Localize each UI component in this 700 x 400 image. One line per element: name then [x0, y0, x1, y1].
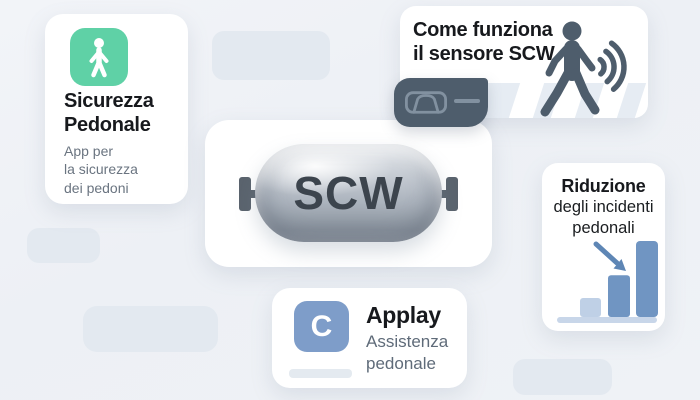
mount-bracket-right [446, 177, 458, 211]
mount-bracket-right-stub [436, 190, 448, 198]
applay-icon-letter: C [310, 309, 333, 343]
chart-bar-1 [580, 298, 601, 317]
card-sicurezza-pedonale: Sicurezza Pedonale App per la sicurezza … [45, 14, 188, 204]
downward-arrow-icon [593, 241, 626, 271]
background-placeholder-shape [212, 31, 330, 80]
card-riduzione-incidenti: Riduzione degli incidenti pedonali [542, 163, 665, 331]
card-come-funziona: Come funziona il sensore SCW [394, 6, 648, 127]
icon-stand-bar [289, 369, 352, 378]
background-placeholder-shape [27, 228, 100, 263]
pedestrian-icon [70, 28, 128, 86]
crosswalk [484, 83, 648, 118]
car-speech-bubble [394, 78, 488, 127]
car-front-icon [405, 91, 447, 114]
background-placeholder-shape [513, 359, 612, 395]
card-applay: C Applay Assistenza pedonale [272, 288, 467, 388]
card-title: Sicurezza Pedonale [64, 90, 154, 136]
chart-bar-3 [636, 241, 658, 317]
card-title-rest: degli incidenti pedonali [553, 198, 654, 237]
scw-label: SCW [293, 167, 404, 219]
card-title: Come funziona il sensore SCW [413, 19, 555, 66]
signal-waves-icon [597, 40, 627, 92]
background-placeholder-shape [83, 306, 218, 352]
mount-bracket-left [239, 177, 251, 211]
card-subtitle: App per la sicurezza dei pedoni [64, 143, 138, 196]
card-subtitle: Assistenza pedonale [366, 332, 449, 373]
incident-reduction-bar-chart [557, 241, 658, 323]
applay-app-icon: C [294, 301, 349, 352]
chart-baseline [557, 317, 657, 323]
card-scw-sensor: SCW [205, 120, 492, 267]
chart-bar-2 [608, 275, 630, 317]
card-title-bold: Riduzione [561, 176, 646, 196]
walking-pedestrian-icon [540, 21, 627, 117]
scw-sensor-capsule: SCW [255, 144, 442, 242]
dash-line [454, 99, 480, 103]
card-title: Applay [366, 302, 441, 328]
